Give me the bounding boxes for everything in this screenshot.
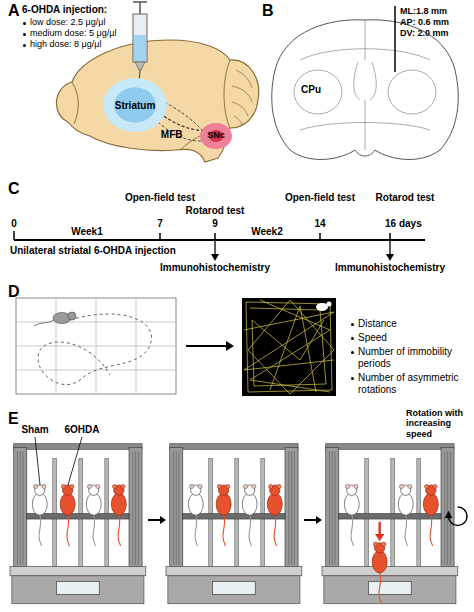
rotation-label: Rotation with increasing speed [406, 408, 472, 439]
injection-label: Unilateral striatal 6-OHDA injection [10, 245, 176, 257]
test-label: Rotarod test [175, 205, 255, 217]
assay-label: Immunohistochemistry [155, 262, 275, 274]
test-label: Open-field test [115, 192, 205, 204]
node-text-stack: Striatum [115, 100, 156, 111]
coordinate-text: DV: 2.0 mm [400, 28, 449, 38]
rat-top-view [34, 312, 76, 326]
panel-letter: E [8, 410, 19, 428]
dose-item: medium dose: 5 μg/μl [30, 28, 116, 38]
snc-region: SNc [200, 123, 232, 149]
arrow-head [316, 516, 322, 524]
day-number: 7 [150, 218, 170, 230]
measure-item: Number of asymmetric rotations [358, 372, 470, 395]
cerebellum-folds [232, 70, 252, 126]
dose-item: low dose: 2.5 μg/μl [30, 17, 105, 27]
group-label: Sham [10, 424, 60, 436]
open-field-arena [16, 298, 176, 394]
node-label: Striatum [115, 100, 156, 111]
heading-text: 6-OHDA injection: [22, 4, 107, 16]
cpu-outline [294, 70, 342, 114]
brain-outline [56, 40, 258, 162]
fiber-connector [164, 116, 201, 130]
arrow-head [211, 254, 219, 261]
assay-label: Immunohistochemistry [330, 262, 450, 274]
test-label: Rotarod test [365, 192, 445, 204]
walking-path [38, 314, 152, 385]
bullet-dot [351, 337, 354, 340]
test-label: Open-field test [275, 192, 365, 204]
bullet-dot [351, 351, 354, 354]
bullet-dot [351, 323, 354, 326]
week-label: Week1 [57, 226, 117, 238]
panel-letter: D [8, 283, 20, 301]
flow-arrow [304, 519, 316, 521]
rotarod-apparatus [10, 444, 146, 604]
arrow-head [160, 516, 166, 524]
rat-top-view [316, 302, 332, 312]
arrow-head [386, 254, 394, 261]
measure-item: Distance [358, 318, 397, 330]
week-label: Week2 [237, 226, 297, 238]
coordinate-text: AP: 0.6 mm [400, 17, 449, 27]
coordinate-text: ML:1.8 mm [400, 6, 447, 16]
tracking-image [242, 298, 336, 396]
bullet-dot [351, 377, 354, 380]
bullet-dot [23, 44, 26, 47]
rotarod-apparatus [322, 444, 467, 604]
day-number: 14 [308, 218, 332, 230]
measure-item: Number of immobility periods [358, 346, 468, 369]
dose-item: high dose: 8 μg/μl [30, 39, 101, 49]
striatum-region: Striatum [103, 78, 167, 132]
day-number: 9 [205, 218, 225, 230]
coronal-section [272, 20, 459, 160]
bullet-dot [23, 22, 26, 25]
leader-line [35, 437, 82, 485]
flow-arrow [186, 345, 226, 347]
node-text-stack: SNc [207, 131, 225, 141]
panel-letter: C [8, 180, 20, 198]
flow-arrow [148, 519, 160, 521]
panel-letter: A [8, 2, 20, 20]
measure-item: Speed [358, 332, 387, 344]
rotarod-apparatus [166, 444, 302, 604]
tracking-trace [244, 300, 334, 394]
panel-letter: B [262, 2, 274, 20]
day-number: 16 days [385, 218, 422, 230]
edge-label: MFB [161, 129, 183, 141]
cpu-outline [388, 70, 436, 114]
region-label: CPu [301, 84, 321, 96]
coronal-structures [300, 20, 430, 150]
bullet-dot [23, 33, 26, 36]
arrow-head [226, 341, 234, 351]
group-label: 6OHDA [57, 424, 107, 436]
day-number: 0 [4, 218, 24, 230]
node-label: SNc [207, 131, 225, 141]
arena-grid [16, 298, 176, 394]
injection-track [394, 6, 396, 72]
